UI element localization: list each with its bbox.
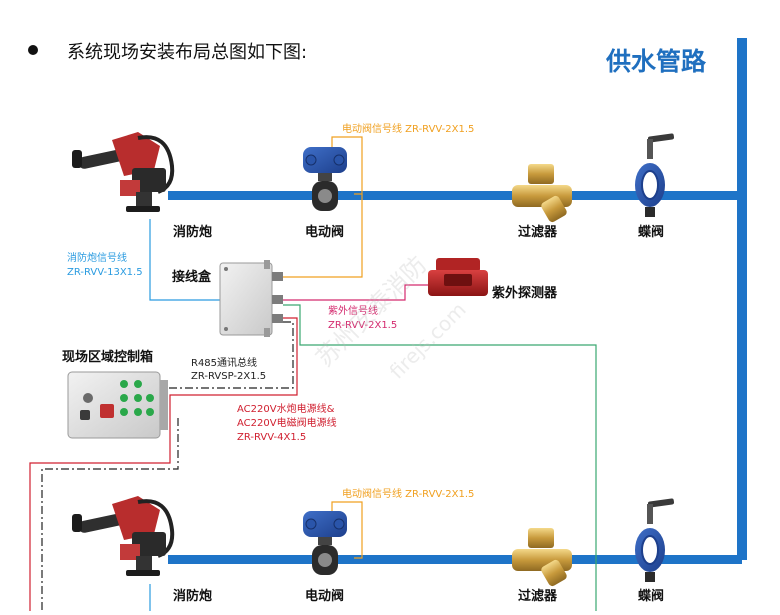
junction-box [219,260,283,337]
butterfly-valve-bottom [635,498,675,582]
butterfly-valve-top [635,133,675,217]
bullet-icon [28,45,38,55]
cannon-label-bottom: 消防炮 [173,588,212,604]
junction-box-label: 接线盒 [172,269,212,285]
motor-valve-label-top: 电动阀 [305,224,344,240]
motor-valve-top [303,147,347,211]
uv-signal-label-line1: 紫外信号线 [328,304,378,317]
filter-label-bottom: 过滤器 [518,588,558,604]
butterfly-valve-label-top: 蝶阀 [638,224,664,240]
cannon-signal-wire-top [149,219,220,301]
power-wire-top [169,317,298,440]
rs485-wire-top [119,321,294,389]
branch-pipe-top [168,191,742,200]
uv-signal-wire [283,284,430,301]
rs485-wire-bottom [41,418,179,611]
control-box-label: 现场区域控制箱 [62,349,153,365]
cannon-label-top: 消防炮 [173,224,212,240]
valve-signal-wire-to-box [283,194,363,278]
filter-top [512,164,572,223]
fire-cannon-top [72,132,175,212]
uv-detector-label: 紫外探测器 [492,285,558,301]
rs485-label-line1: R485通讯总线 [191,356,257,369]
main-supply-pipe [737,38,747,560]
supply-pipe-title: 供水管路 [605,47,707,76]
valve-signal-label-top: 电动阀信号线 ZR-RVV-2X1.5 [342,122,474,135]
uv-signal-label-line2: ZR-RVV-2X1.5 [328,320,397,331]
uv-detector [428,258,488,296]
supply-pipes [168,38,747,564]
control-box [67,371,168,439]
power-label-line2: AC220V电磁阀电源线 [237,416,337,429]
power-wire-bottom [29,440,171,611]
fire-cannon-bottom [72,496,175,576]
filter-label-top: 过滤器 [518,224,558,240]
valve-signal-wire-top [331,136,363,195]
cannon-signal-label-line2: ZR-RVV-13X1.5 [67,267,143,278]
motor-valve-bottom [303,511,347,575]
page-heading: 系统现场安装布局总图如下图: [67,42,307,63]
motor-valve-label-bottom: 电动阀 [305,588,344,604]
cannon-signal-label-line1: 消防炮信号线 [67,251,127,264]
power-label-line3: ZR-RVV-4X1.5 [237,432,306,443]
power-label-line1: AC220V水炮电源线& [237,402,335,415]
cables [29,136,597,611]
filter-bottom [512,528,572,587]
valve-signal-wire-bottom [331,501,363,559]
uv-green-wire [283,304,597,611]
butterfly-valve-label-bottom: 蝶阀 [638,588,664,604]
valve-signal-label-bottom: 电动阀信号线 ZR-RVV-2X1.5 [342,487,474,500]
watermark-line2: firejs.com [385,297,471,383]
branch-pipe-bottom [168,555,742,564]
rs485-label-line2: ZR-RVSP-2X1.5 [191,371,266,382]
